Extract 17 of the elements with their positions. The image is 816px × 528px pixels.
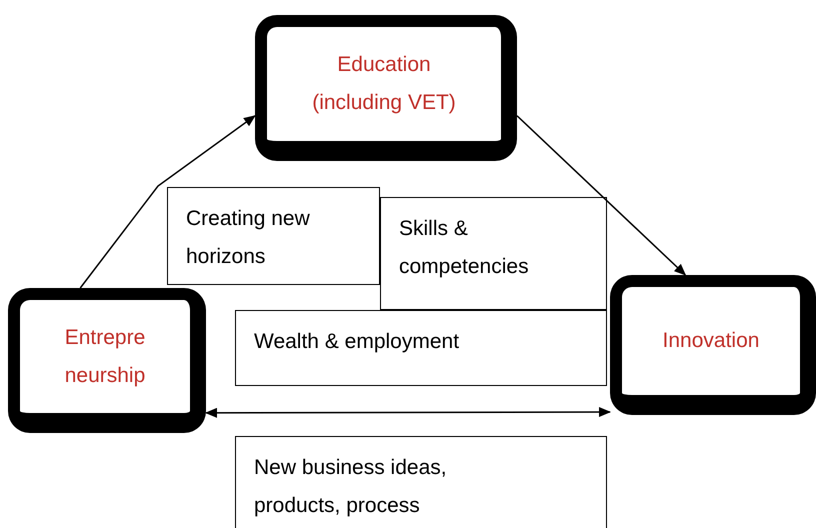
arrow	[205, 407, 611, 418]
node-label: Innovation	[662, 328, 760, 354]
text-box	[380, 197, 607, 310]
node-label: Entrepre neurship	[64, 324, 146, 388]
text-box	[167, 187, 380, 285]
arrow	[516, 115, 686, 276]
rounded-box	[8, 288, 206, 433]
rounded-box	[255, 15, 517, 161]
node-label: Skills & competencies	[399, 216, 530, 280]
node-label: Education (including VET)	[311, 52, 457, 116]
arrow	[80, 115, 256, 288]
node-label: New business ideas, products, process	[254, 455, 448, 519]
text-box	[235, 310, 607, 386]
rounded-box	[610, 275, 816, 415]
node-label: Creating new horizons	[186, 206, 311, 270]
text-box	[235, 436, 607, 528]
node-label: Wealth & employment	[254, 329, 460, 355]
